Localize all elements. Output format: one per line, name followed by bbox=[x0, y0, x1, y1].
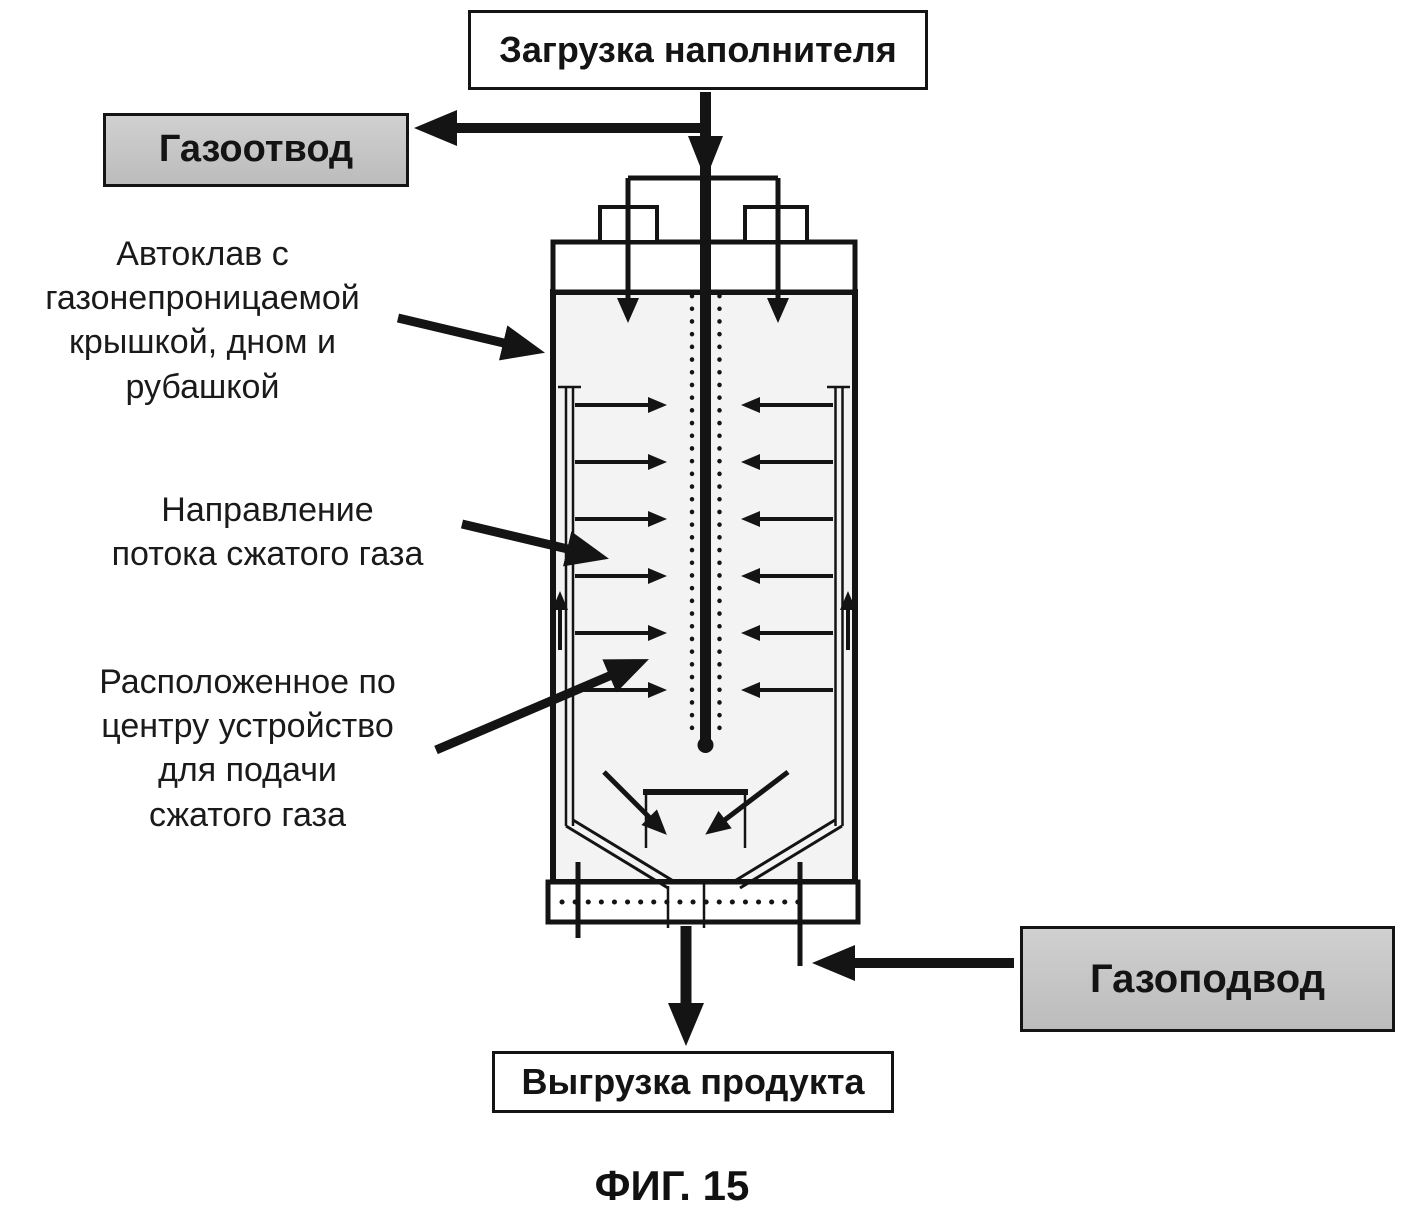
autoclave-pointer-arrow bbox=[396, 313, 545, 361]
label-flow-direction: Направление потока сжатого газа bbox=[111, 491, 424, 574]
bottom-pipes bbox=[575, 862, 803, 966]
label-gas-outlet: Газоотвод bbox=[103, 113, 409, 187]
gas-flow-arrows bbox=[552, 397, 856, 835]
central-device-pointer-arrow bbox=[434, 659, 649, 755]
label-pointer-arrows bbox=[396, 313, 649, 755]
funnel-arrows bbox=[602, 770, 790, 835]
flow-direction-pointer-arrow bbox=[460, 519, 609, 567]
figure-caption: ФИГ. 15 bbox=[594, 1162, 750, 1209]
central-gas-tube bbox=[688, 92, 723, 753]
bottom-cone bbox=[565, 818, 843, 890]
label-central-device: Расположенное по центру устройство для п… bbox=[99, 663, 396, 834]
label-autoclave: Автоклав с газонепроницаемой крышкой, дн… bbox=[45, 235, 360, 406]
label-gas-inlet: Газоподвод bbox=[1020, 926, 1395, 1032]
feed-arrowhead bbox=[688, 136, 723, 180]
label-product-discharge: Выгрузка продукта bbox=[492, 1051, 894, 1113]
label-load-filler: Загрузка наполнителя bbox=[468, 10, 928, 90]
